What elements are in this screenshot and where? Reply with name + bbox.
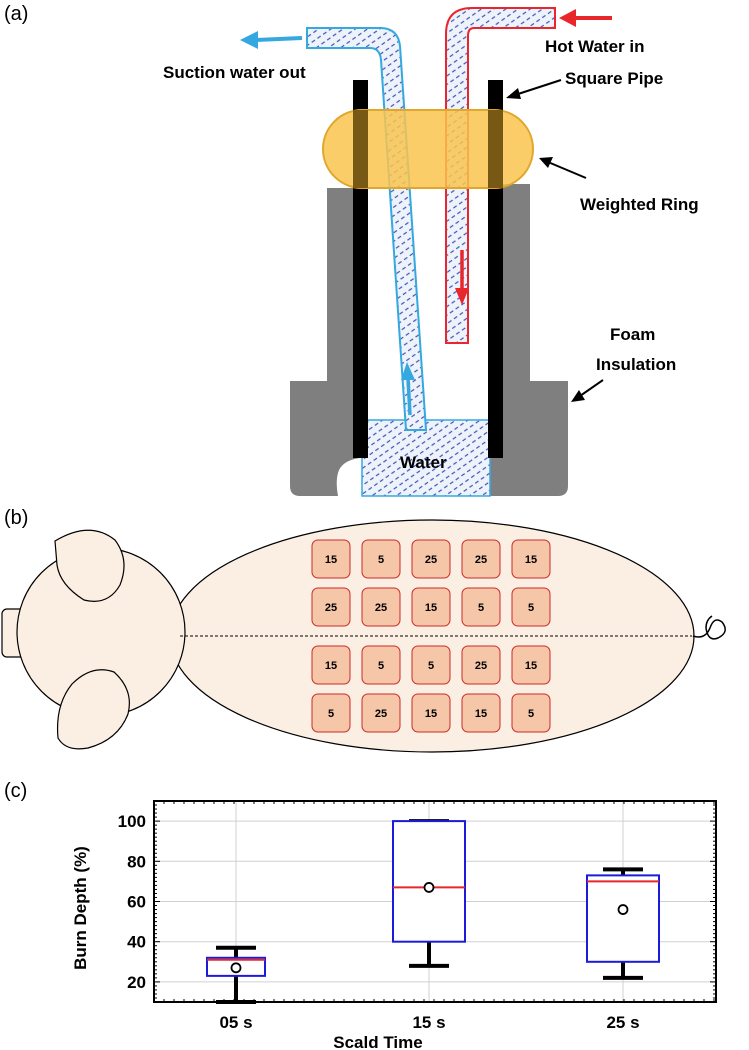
burn-site-cell — [311, 587, 351, 627]
mean-marker — [230, 962, 242, 974]
foam-insulation-right — [482, 184, 568, 496]
hot-water-in-label: Hot Water in — [545, 37, 644, 56]
burn-site-cell — [361, 587, 401, 627]
burn-site-cell — [411, 539, 451, 579]
panel-b: (b) 15 5 25 25 15 25 25 15 5 5 15 5 5 25 15 5 25 15 15 5 — [1, 507, 726, 753]
box-iqr — [392, 820, 466, 943]
burn-site-cell — [461, 539, 501, 579]
panel-label-a: (a) — [4, 3, 28, 25]
pig-tail — [692, 615, 726, 640]
burn-site-label: 5 — [478, 602, 484, 614]
burn-site-label: 15 — [525, 554, 537, 566]
mean-marker — [617, 904, 629, 915]
mean-marker — [423, 882, 435, 893]
suction-water-out-label: Suction water out — [163, 63, 306, 82]
box-iqr — [586, 874, 660, 963]
panel-label-b: (b) — [4, 507, 28, 529]
burn-site-label: 5 — [428, 660, 434, 672]
burn-site-label: 25 — [375, 708, 387, 720]
x-axis-title: Scald Time — [333, 1033, 422, 1050]
burn-site-cell — [461, 645, 501, 685]
hot-water-in-arrow — [559, 9, 612, 27]
burn-site-label: 5 — [378, 660, 384, 672]
square-pipe-pointer — [506, 79, 562, 99]
burn-site-label: 5 — [528, 708, 534, 720]
y-axis-title: Burn Depth (%) — [71, 846, 90, 970]
y-tick-label: 40 — [127, 933, 146, 952]
weighted-ring-label: Weighted Ring — [580, 195, 699, 214]
burn-site-cell — [361, 693, 401, 733]
x-tick-label: 05 s — [219, 1013, 252, 1032]
burn-site-label: 25 — [425, 554, 437, 566]
square-pipe-left-ring-overlap — [353, 110, 368, 188]
weighted-ring-pointer — [539, 157, 587, 179]
y-tick-label: 80 — [127, 852, 146, 871]
x-tick-label: 15 s — [412, 1013, 445, 1032]
panel-a: (a) Water — [4, 3, 699, 497]
burn-site-cell — [511, 587, 551, 627]
burn-site-label: 5 — [328, 708, 334, 720]
burn-site-cell — [411, 693, 451, 733]
burn-site-cell — [511, 645, 551, 685]
box-plot: 20 40 60 80 100 05 s 15 s 25 s — [118, 800, 717, 1032]
burn-site-label: 5 — [528, 602, 534, 614]
burn-site-label: 25 — [375, 602, 387, 614]
burn-site-cell — [361, 645, 401, 685]
hot-water-down-arrow — [455, 250, 469, 305]
y-tick-label: 100 — [118, 812, 146, 831]
water-up-arrow — [401, 362, 415, 416]
foam-pointer — [571, 379, 604, 402]
insulation-label: Insulation — [596, 355, 676, 374]
burn-site-grid: 15 5 25 25 15 25 25 15 5 5 15 5 5 25 15 5 25 15 15 5 — [311, 539, 551, 733]
burn-site-cell — [511, 693, 551, 733]
square-pipe-label: Square Pipe — [565, 69, 663, 88]
pig-ear-top — [54, 529, 125, 602]
foam-label: Foam — [610, 325, 655, 344]
water-label: Water — [400, 453, 447, 472]
burn-site-label: 25 — [475, 554, 487, 566]
panel-c: (c) 20 40 60 80 100 05 s 15 s 25 s Scald Time B… — [4, 780, 717, 1050]
burn-site-label: 15 — [475, 708, 487, 720]
burn-site-label: 15 — [425, 602, 437, 614]
y-tick-label: 20 — [127, 973, 146, 992]
burn-site-label: 5 — [378, 554, 384, 566]
weighted-ring — [322, 109, 534, 189]
burn-site-cell — [311, 693, 351, 733]
panel-label-c: (c) — [4, 780, 27, 802]
y-tick-label: 60 — [127, 893, 146, 912]
burn-site-cell — [461, 587, 501, 627]
burn-site-label: 25 — [475, 660, 487, 672]
square-pipe-right-ring-overlap — [488, 110, 503, 188]
pig-ear-bottom — [56, 669, 130, 750]
burn-site-cell — [511, 539, 551, 579]
x-tick-label: 25 s — [606, 1013, 639, 1032]
burn-site-label: 15 — [425, 708, 437, 720]
burn-site-cell — [361, 539, 401, 579]
burn-site-label: 15 — [525, 660, 537, 672]
burn-site-cell — [311, 539, 351, 579]
burn-site-label: 25 — [325, 602, 337, 614]
burn-site-cell — [461, 693, 501, 733]
burn-site-cell — [411, 645, 451, 685]
burn-site-label: 15 — [325, 660, 337, 672]
burn-site-label: 15 — [325, 554, 337, 566]
burn-site-cell — [411, 587, 451, 627]
foam-insulation — [290, 188, 360, 496]
burn-site-cell — [311, 645, 351, 685]
suction-out-arrow — [240, 31, 303, 49]
